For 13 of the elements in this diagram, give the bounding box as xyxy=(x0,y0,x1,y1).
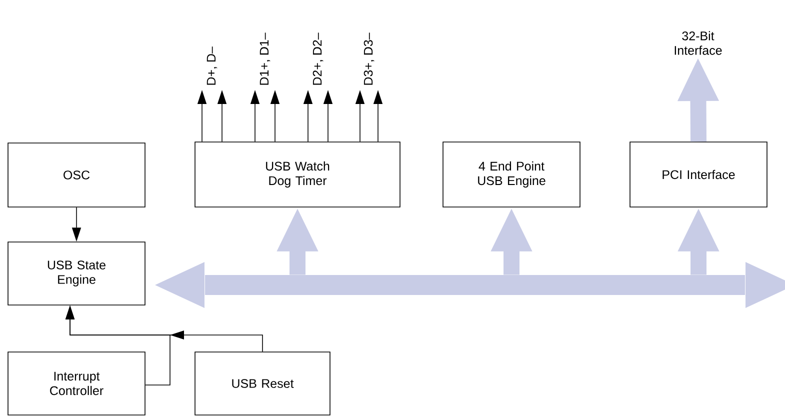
block-box: PCI Interface xyxy=(630,142,768,208)
signal-label: D1+, D1– xyxy=(260,32,270,85)
signal-label: D3+, D3– xyxy=(364,32,374,85)
block-box: 4 End Point USB Engine xyxy=(442,142,580,208)
block-box: Interrupt Controller xyxy=(8,352,146,416)
interface-label: 32-Bit Interface xyxy=(674,31,722,55)
block-box: OSC xyxy=(8,142,146,208)
signal-label: D+, D– xyxy=(206,46,218,85)
block-box: USB Watch Dog Timer xyxy=(194,142,400,208)
block-box: USB State Engine xyxy=(8,242,146,306)
block-box: USB Reset xyxy=(194,352,330,416)
bus-arrow xyxy=(155,262,785,308)
signal-label: D2+, D2– xyxy=(312,32,324,85)
